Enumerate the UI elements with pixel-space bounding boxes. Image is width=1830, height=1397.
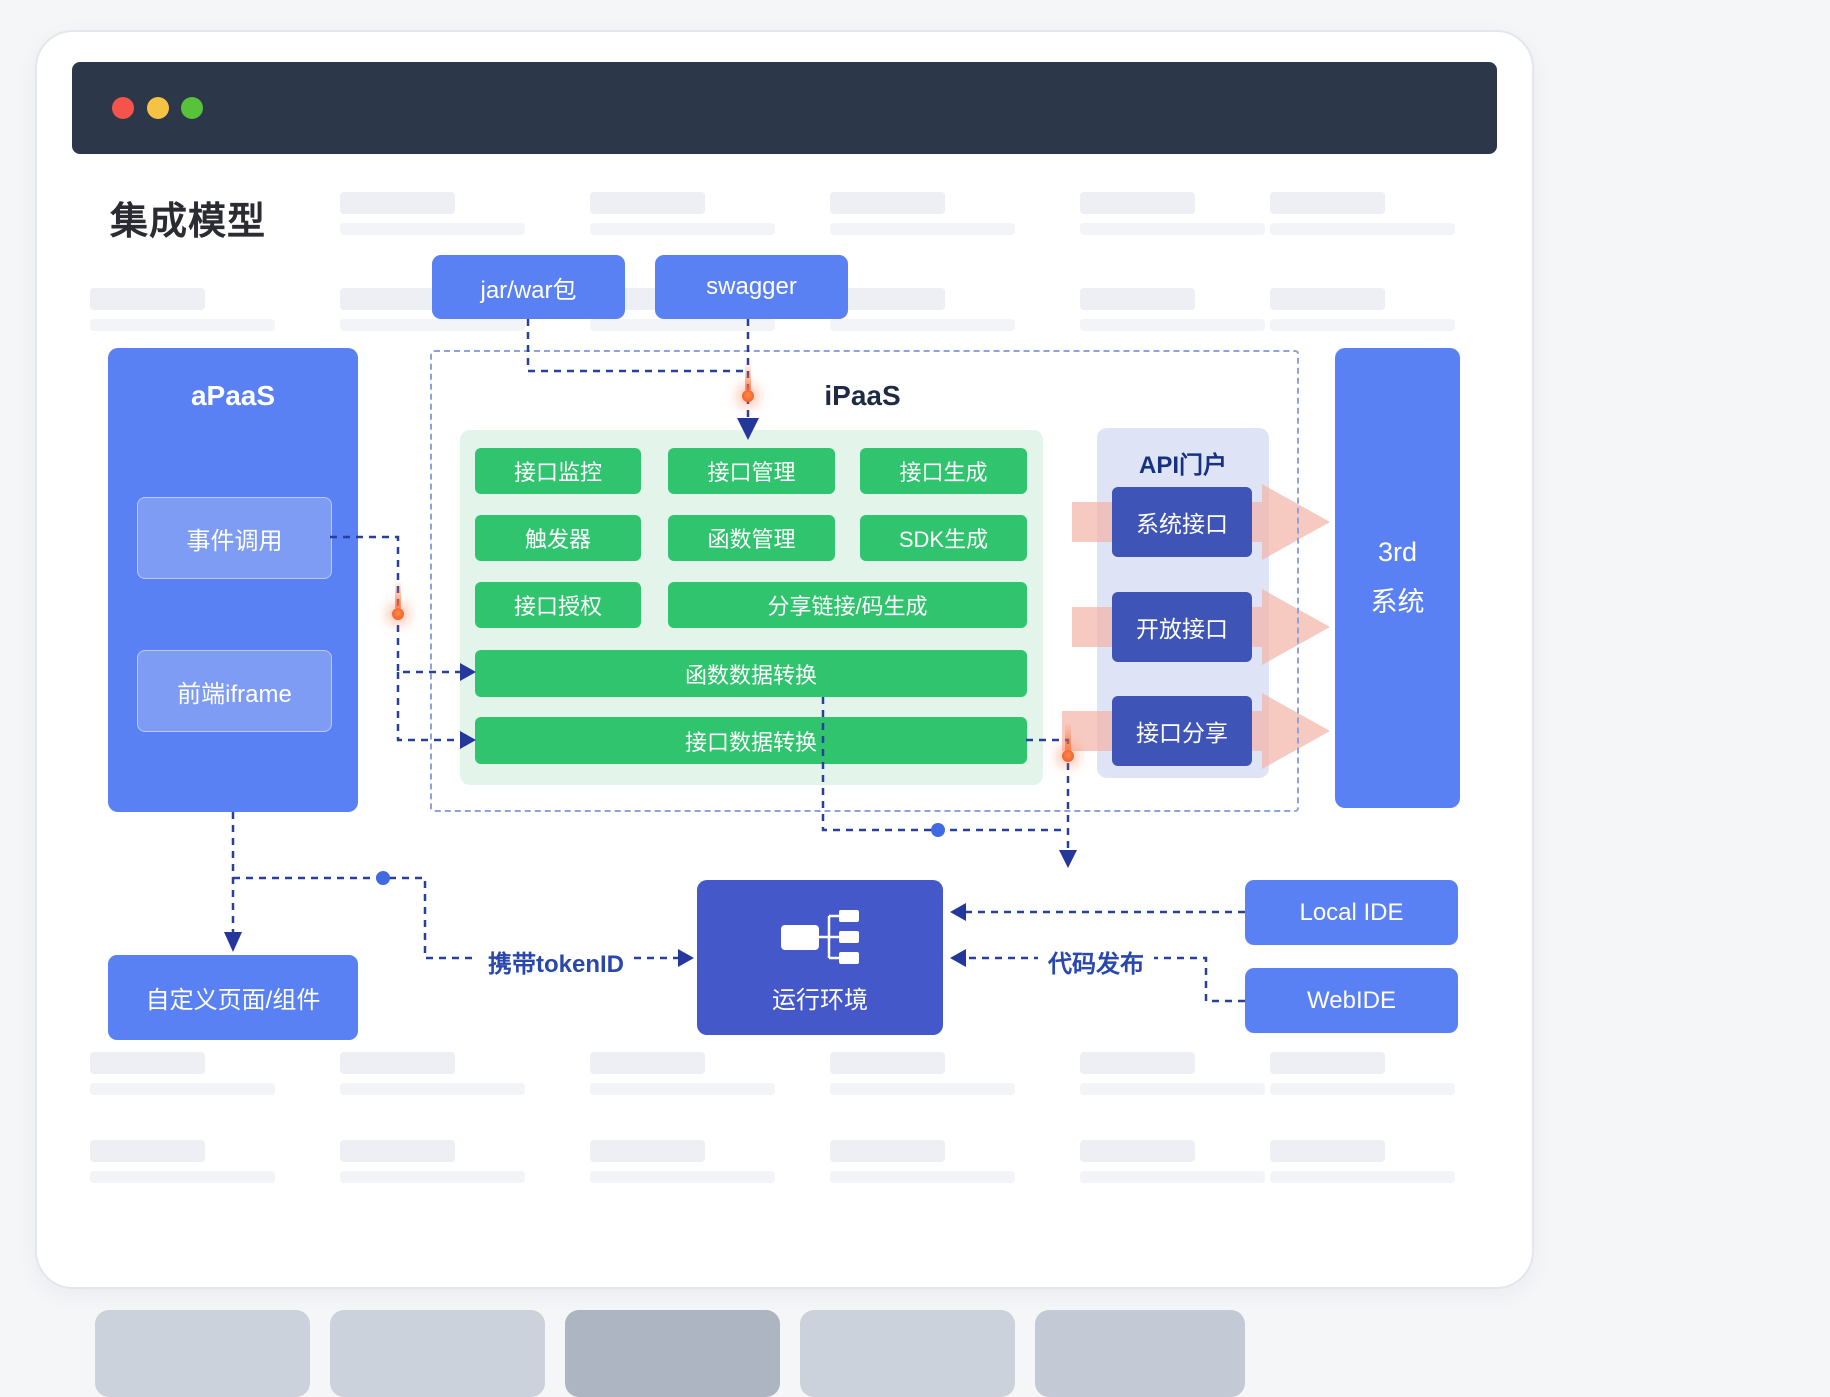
skeleton-block: [590, 1140, 775, 1183]
skeleton-block: [1080, 1052, 1265, 1095]
box-label: 开放接口: [1136, 616, 1228, 642]
btn-label: 接口生成: [899, 460, 988, 485]
third-system-line1: 3rd: [1377, 537, 1418, 567]
btn-label: SDK生成: [898, 527, 989, 552]
box-label: 接口分享: [1136, 720, 1228, 746]
btn-share-link-generate: 分享链接/码生成: [668, 582, 1027, 628]
btn-interface-monitor: 接口监控: [475, 448, 641, 494]
flow-comet: [392, 580, 404, 620]
box-third-system: 3rd 系统: [1335, 348, 1460, 808]
box-open-interface: 开放接口: [1112, 592, 1252, 662]
box-label: Local IDE: [1299, 898, 1404, 926]
flow-comet: [742, 362, 754, 402]
window-titlebar: [72, 62, 1497, 154]
box-local-ide: Local IDE: [1245, 880, 1458, 945]
btn-label: 接口监控: [513, 460, 602, 485]
apaas-item-event-call: 事件调用: [137, 497, 332, 579]
box-jar-war: jar/war包: [432, 255, 625, 319]
label-code-publish: 代码发布: [1038, 941, 1154, 982]
traffic-light-green-icon: [181, 97, 203, 119]
btn-label: 函数数据转换: [684, 662, 817, 688]
flow-comet: [1062, 722, 1074, 762]
apaas-title: aPaaS: [190, 380, 276, 411]
skeleton-block: [830, 288, 1015, 331]
skeleton-block: [1080, 192, 1265, 235]
traffic-light-yellow-icon: [147, 97, 169, 119]
page-title: 集成模型: [110, 201, 267, 243]
skeleton-block: [590, 1052, 775, 1095]
box-label: 自定义页面/组件: [145, 987, 321, 1014]
btn-trigger: 触发器: [475, 515, 641, 561]
skeleton-block: [590, 192, 775, 235]
skeleton-block: [1270, 288, 1455, 331]
btn-label: 接口管理: [707, 460, 796, 485]
btn-interface-manage: 接口管理: [668, 448, 835, 494]
btn-label: 函数管理: [707, 527, 796, 552]
ipaas-title: iPaaS: [824, 380, 901, 411]
apaas-item-iframe: 前端iframe: [137, 650, 332, 732]
box-swagger: swagger: [655, 255, 848, 319]
box-system-interface: 系统接口: [1112, 487, 1252, 557]
skeleton-block: [830, 1140, 1015, 1183]
box-interface-share: 接口分享: [1112, 696, 1252, 766]
background-block: [330, 1310, 545, 1397]
background-block: [95, 1310, 310, 1397]
skeleton-block: [90, 288, 275, 331]
skeleton-block: [340, 288, 525, 331]
btn-function-manage: 函数管理: [668, 515, 835, 561]
btn-interface-generate: 接口生成: [860, 448, 1027, 494]
apaas-item-label: 前端iframe: [177, 680, 292, 708]
box-label: 系统接口: [1136, 511, 1228, 537]
skeleton-block: [830, 1052, 1015, 1095]
bar-function-data-transform: 函数数据转换: [475, 650, 1027, 697]
box-custom-page: 自定义页面/组件: [108, 955, 358, 1040]
background-block: [1035, 1310, 1245, 1397]
skeleton-block: [1080, 1140, 1265, 1183]
apaas-panel: [108, 348, 358, 812]
btn-label: 分享链接/码生成: [767, 594, 928, 619]
apaas-item-label: 事件调用: [186, 527, 283, 555]
skeleton-block: [340, 1052, 525, 1095]
btn-label: 触发器: [524, 527, 591, 552]
box-web-ide: WebIDE: [1245, 968, 1458, 1033]
api-portal-title: API门户: [1138, 452, 1227, 479]
background-block: [800, 1310, 1015, 1397]
btn-label: 接口数据转换: [684, 729, 817, 755]
traffic-light-red-icon: [112, 97, 134, 119]
label-carry-token: 携带tokenID: [478, 941, 635, 982]
background-block: [565, 1310, 780, 1397]
third-system-line2: 系统: [1370, 587, 1425, 617]
btn-interface-auth: 接口授权: [475, 582, 641, 628]
bar-interface-data-transform: 接口数据转换: [475, 717, 1027, 764]
box-runtime: 运行环境: [697, 880, 943, 1035]
box-jar-war-label: jar/war包: [480, 276, 577, 304]
box-label: WebIDE: [1307, 986, 1396, 1014]
skeleton-block: [1270, 1052, 1455, 1095]
skeleton-block: [90, 1140, 275, 1183]
runtime-label: 运行环境: [772, 987, 868, 1014]
runtime-flow-icon: [781, 910, 859, 964]
skeleton-block: [340, 1140, 525, 1183]
btn-sdk-generate: SDK生成: [860, 515, 1027, 561]
btn-label: 接口授权: [513, 594, 602, 619]
skeleton-block: [830, 192, 1015, 235]
box-swagger-label: swagger: [706, 273, 797, 300]
skeleton-block: [1270, 1140, 1455, 1183]
skeleton-block: [90, 1052, 275, 1095]
skeleton-block: [1080, 288, 1265, 331]
skeleton-block: [340, 192, 525, 235]
skeleton-block: [1270, 192, 1455, 235]
